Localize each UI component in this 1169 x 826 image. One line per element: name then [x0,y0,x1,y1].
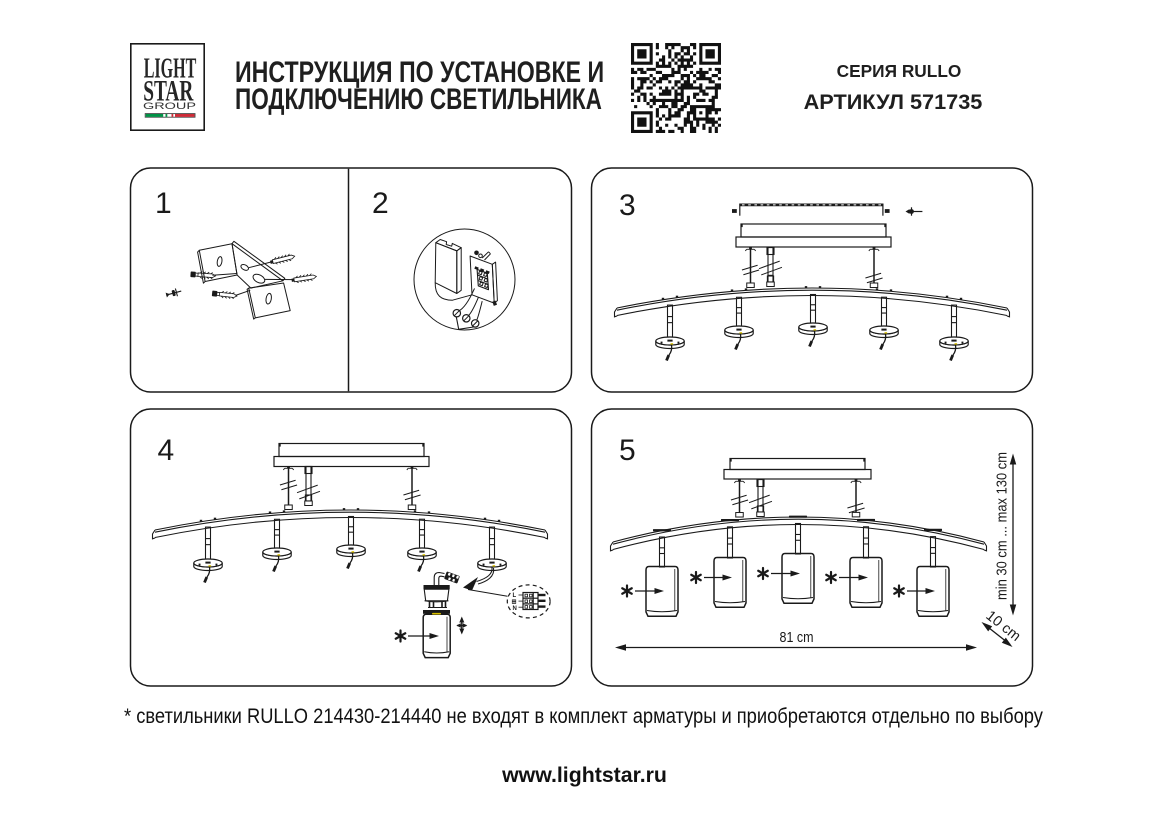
svg-text:LIGHT: LIGHT [144,54,197,85]
svg-text:min 30 cm ... max 130 cm: min 30 cm ... max 130 cm [995,452,1011,600]
svg-text:4: 4 [158,434,175,467]
svg-text:3: 3 [619,189,636,222]
svg-text:GROUP: GROUP [143,101,196,111]
svg-text:2: 2 [372,187,389,220]
svg-text:1: 1 [155,187,172,220]
svg-text:STAR: STAR [143,75,193,108]
svg-text:81 cm: 81 cm [780,629,814,646]
svg-text:⊞: ⊞ [512,600,517,606]
svg-text:N: N [513,606,517,612]
svg-text:5: 5 [619,434,636,467]
svg-text:L: L [513,593,517,599]
